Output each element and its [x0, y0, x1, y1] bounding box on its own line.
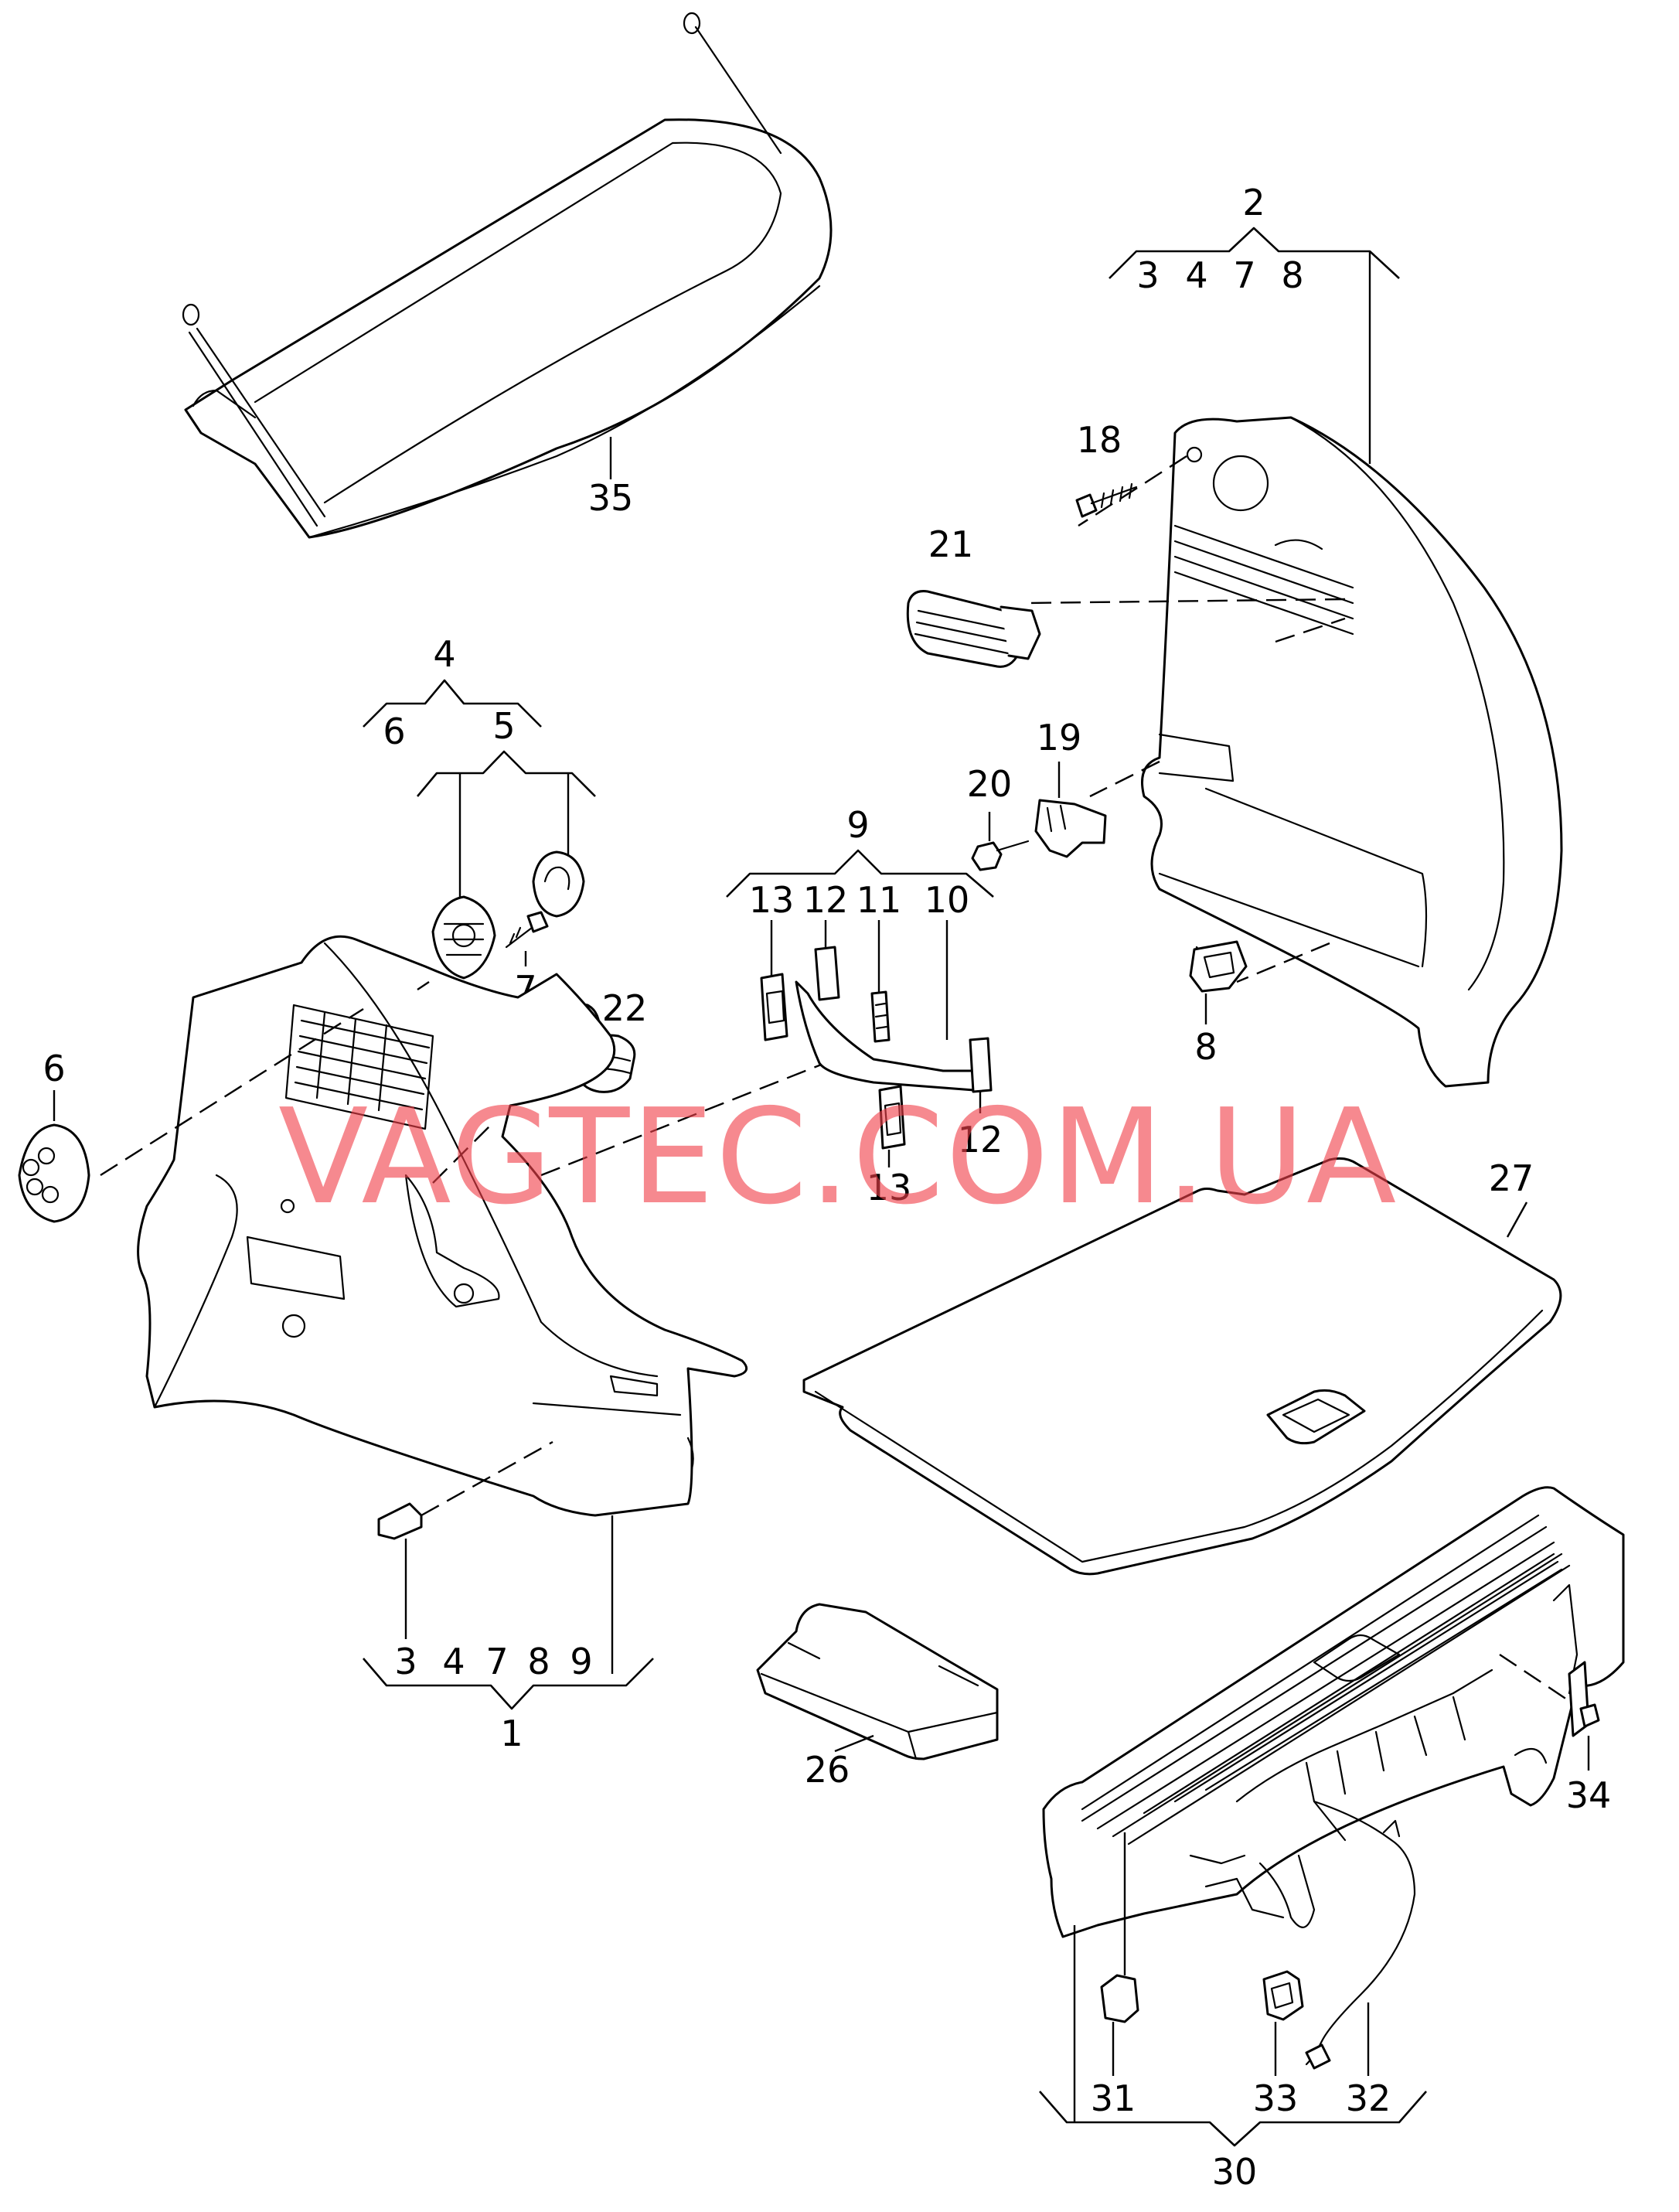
part-18-screw: [1075, 482, 1138, 518]
callout-35: 35: [588, 477, 634, 519]
callout-32: 32: [1346, 2077, 1391, 2119]
part-1-left-side-trim: [137, 935, 748, 1517]
part-3-clip: [377, 1502, 423, 1540]
part-6-speaker-cover: [18, 1123, 90, 1223]
callout-1-sub-4: 4: [442, 1641, 465, 1682]
callout-27: 27: [1489, 1157, 1534, 1199]
part-27-floor-cover: [802, 1157, 1562, 1576]
callout-1-sub-8: 8: [527, 1641, 550, 1682]
part-30-loading-sill: [1042, 1486, 1625, 1938]
callout-18: 18: [1077, 419, 1122, 461]
part-20-bolt: [971, 840, 1030, 871]
part-5-round-cap: [532, 850, 585, 918]
callout-2-sub-4: 4: [1185, 254, 1207, 296]
callout-9: 9: [846, 804, 869, 846]
part-8-clip-right: [1189, 940, 1248, 993]
callout-13b: 13: [867, 1167, 912, 1208]
callout-4: 4: [433, 633, 455, 675]
part-35-parcel-shelf: [182, 12, 833, 539]
watermark: VAGTEC.COM.UA: [278, 1081, 1398, 1234]
callout-1-sub-7: 7: [485, 1641, 508, 1682]
part-13b-label-tag: [878, 1085, 906, 1150]
brace-2: [1109, 227, 1400, 464]
brace-30: [1039, 1925, 1427, 2147]
callout-8: 8: [1194, 1026, 1217, 1068]
callout-2-sub-8: 8: [1281, 254, 1303, 296]
callout-12b: 12: [958, 1119, 1003, 1161]
part-12b-label-tag: [969, 1037, 993, 1093]
callout-9-sub-11: 11: [857, 879, 902, 921]
part-34-clip: [1568, 1661, 1600, 1737]
callout-22: 22: [602, 987, 648, 1029]
callout-1: 1: [500, 1713, 523, 1754]
callout-5: 5: [492, 705, 515, 747]
part-12-label-tag: [814, 946, 840, 1001]
callout-19: 19: [1037, 717, 1082, 758]
brace-5: [417, 750, 596, 908]
part-32-wiring-harness: [1305, 1800, 1416, 2070]
callout-26: 26: [805, 1749, 850, 1791]
callout-1-sub-9: 9: [570, 1641, 592, 1682]
callout-1-sub-3: 3: [394, 1641, 417, 1682]
part-11-label-tag: [870, 990, 891, 1043]
callout-20: 20: [967, 763, 1013, 805]
brace-9: [726, 849, 994, 1040]
part-7-screw: [505, 911, 549, 949]
callout-9-sub-12: 12: [803, 879, 849, 921]
callout-30: 30: [1212, 2151, 1258, 2193]
brace-1: [363, 1515, 654, 1710]
callout-31: 31: [1091, 2077, 1136, 2119]
callout-9-sub-10: 10: [925, 879, 970, 921]
part-26-tray: [756, 1603, 999, 1760]
callout-6: 6: [43, 1048, 65, 1089]
part-13-label-tag: [760, 973, 788, 1041]
part-31-clip: [1100, 1974, 1139, 2023]
callout-21: 21: [928, 523, 974, 565]
callout-4-sub-6: 6: [383, 711, 405, 752]
callout-9-sub-13: 13: [749, 879, 795, 921]
part-19-clip: [1034, 799, 1107, 858]
part-2-right-side-trim: [1141, 416, 1563, 1088]
brace-4: [363, 679, 542, 728]
callout-34: 34: [1566, 1774, 1612, 1816]
part-10-strip: [795, 980, 977, 1092]
callout-33: 33: [1253, 2077, 1299, 2119]
callout-2: 2: [1242, 182, 1265, 223]
callout-2-sub-7: 7: [1233, 254, 1255, 296]
part-33-buffer: [1262, 1970, 1304, 2021]
part-5-cover-cap: [431, 895, 496, 980]
callout-2-sub-3: 3: [1136, 254, 1159, 296]
part-21-lamp: [906, 590, 1041, 668]
